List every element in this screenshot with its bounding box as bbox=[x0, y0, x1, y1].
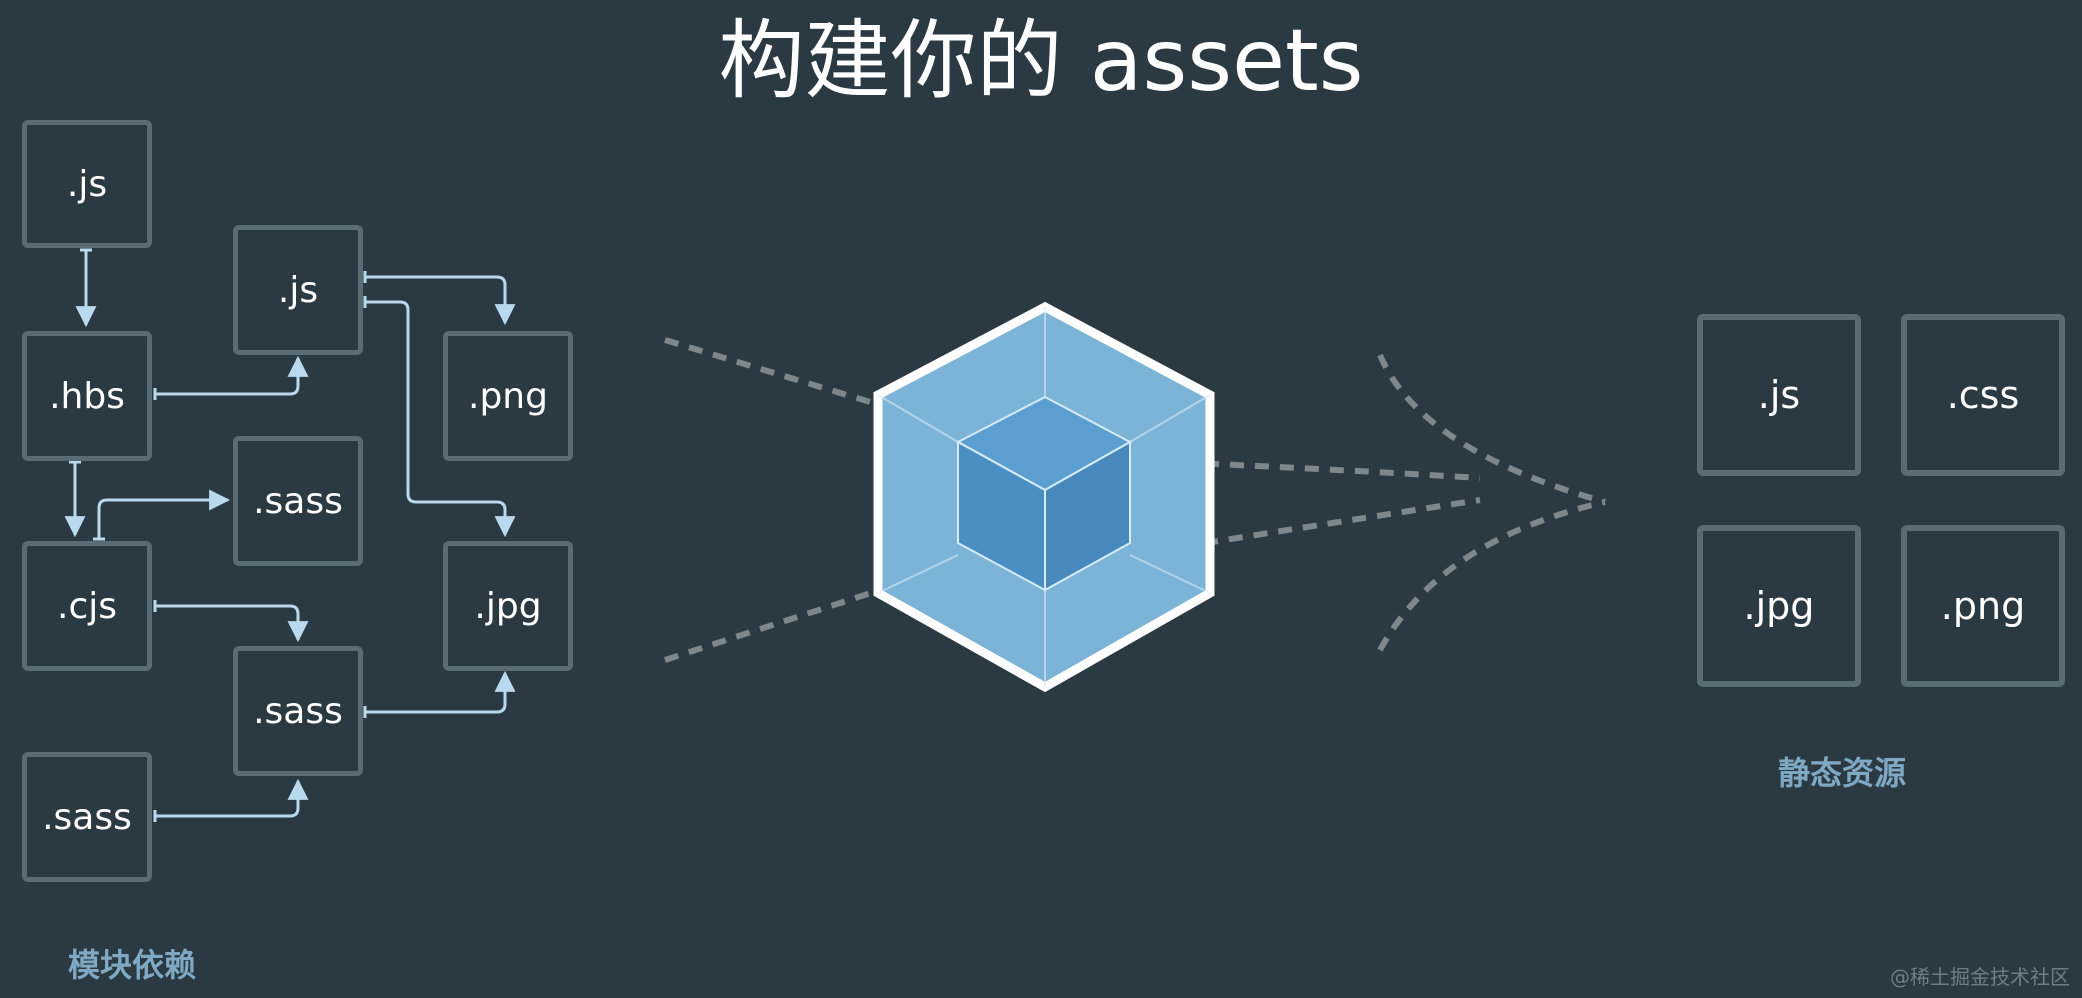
right-caption: 静态资源 bbox=[1778, 754, 1907, 792]
arrow-hbs-to-js bbox=[155, 355, 309, 396]
module-box-js: .js bbox=[22, 120, 152, 248]
arrow-js-to-png bbox=[365, 275, 516, 326]
module-box-png: .png bbox=[443, 331, 573, 461]
asset-box-css: .css bbox=[1901, 314, 2065, 476]
module-box-sass: .sass bbox=[233, 436, 363, 566]
arrow-js-to-jpg bbox=[365, 300, 516, 538]
page-title: 构建你的 assets bbox=[718, 11, 1364, 111]
asset-box-js: .js bbox=[1697, 314, 1861, 476]
module-box-jpg: .jpg bbox=[443, 541, 573, 671]
webpack-cube-icon bbox=[873, 301, 1215, 693]
module-box-js-2: .js bbox=[233, 225, 363, 355]
arrow-sass-to-jpg bbox=[365, 670, 516, 714]
arrow-cjs-to-sass-2 bbox=[155, 604, 309, 643]
module-box-hbs: .hbs bbox=[22, 331, 152, 461]
asset-box-png: .png bbox=[1901, 525, 2065, 687]
left-caption: 模块依赖 bbox=[68, 946, 197, 984]
arrow-cjs-to-sass bbox=[97, 489, 231, 539]
watermark: @稀土掘金技术社区 bbox=[1890, 965, 2070, 989]
module-box-sass-3: .sass bbox=[22, 752, 152, 882]
module-box-cjs: .cjs bbox=[22, 541, 152, 671]
asset-box-jpg: .jpg bbox=[1697, 525, 1861, 687]
module-box-sass-2: .sass bbox=[233, 646, 363, 776]
arrow-sass-to-sass bbox=[155, 778, 309, 818]
